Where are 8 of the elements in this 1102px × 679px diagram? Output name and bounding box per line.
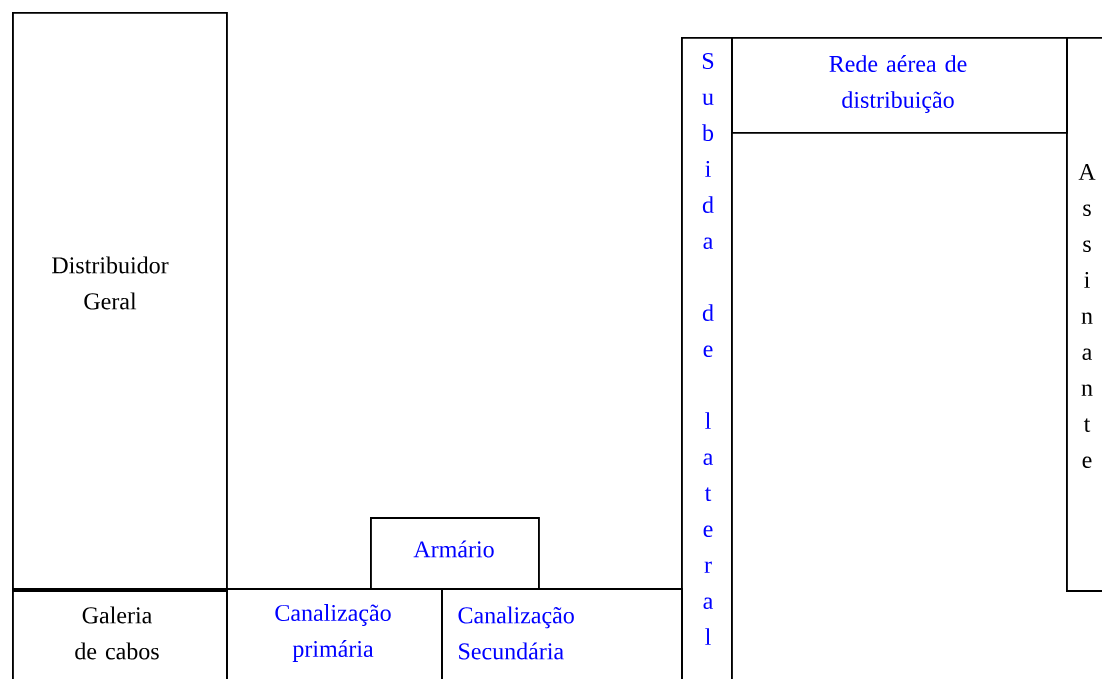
cell-box: Canalização primária <box>226 588 443 679</box>
cell-box: Assinante <box>1066 37 1102 592</box>
cell-box: Distribuidor Geral <box>12 12 228 592</box>
cell-box: Galeria de cabos <box>12 588 228 679</box>
cell-box: Rede aérea de distribuição <box>731 37 1068 134</box>
cell-box: Canalização Secundária <box>441 588 683 679</box>
cell-box: Armário <box>370 517 540 590</box>
cell-box: Subida de lateral <box>681 37 733 679</box>
